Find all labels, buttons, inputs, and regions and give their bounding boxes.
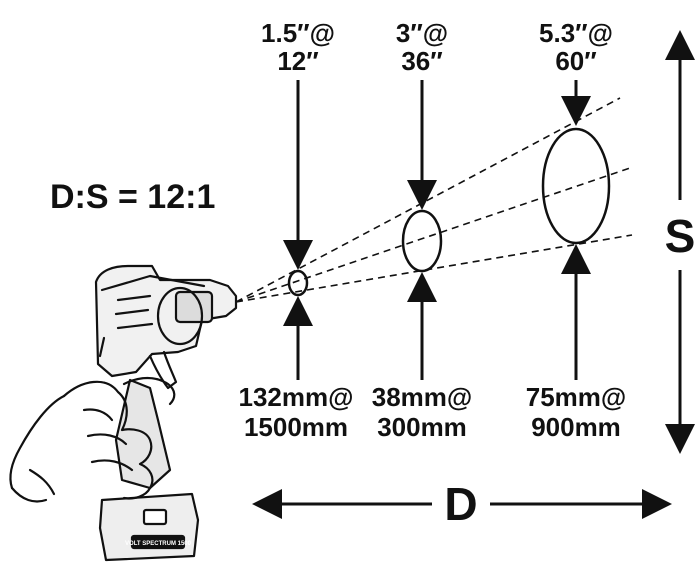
spot-label-imperial-1-line1: 1.5″@ bbox=[261, 18, 335, 48]
battery-clip bbox=[142, 508, 168, 526]
display-window-shape bbox=[174, 290, 214, 324]
top-arrows bbox=[283, 80, 591, 270]
spot-ellipse-small bbox=[287, 269, 309, 297]
spot-label-metric-1-line2: 1500mm bbox=[244, 412, 348, 442]
infrared-thermometer-illustration bbox=[9, 264, 238, 562]
spot-ellipse-large bbox=[541, 127, 611, 245]
spot-label-imperial-3-line2: 60″ bbox=[555, 46, 596, 76]
spot-label-metric-2-line2: 300mm bbox=[377, 412, 467, 442]
spot-label-metric-2-line1: 38mm@ bbox=[372, 382, 473, 412]
spot-label-metric-1-line1: 132mm@ bbox=[239, 382, 354, 412]
ds-ratio-label: D:S = 12:1 bbox=[50, 178, 215, 216]
spot-label-metric-3-line2: 900mm bbox=[531, 412, 621, 442]
spot-label-metric-3-line1: 75mm@ bbox=[526, 382, 627, 412]
lens-ring bbox=[156, 286, 204, 346]
spot-label-imperial-3-line1: 5.3″@ bbox=[539, 18, 613, 48]
spot-ellipse-medium bbox=[401, 209, 443, 273]
spot-label-imperial-2-line2: 36″ bbox=[401, 46, 442, 76]
d-axis-label: D bbox=[444, 478, 477, 530]
bottom-arrows bbox=[283, 244, 591, 380]
battery-pack-label: VOLT SPECTRUM 1500 bbox=[125, 541, 192, 547]
spot-label-imperial-1-line2: 12″ bbox=[277, 46, 318, 76]
spot-label-imperial-2-line1: 3″@ bbox=[396, 18, 448, 48]
battery-label-plate bbox=[130, 534, 186, 550]
s-axis-label: S bbox=[665, 210, 696, 262]
